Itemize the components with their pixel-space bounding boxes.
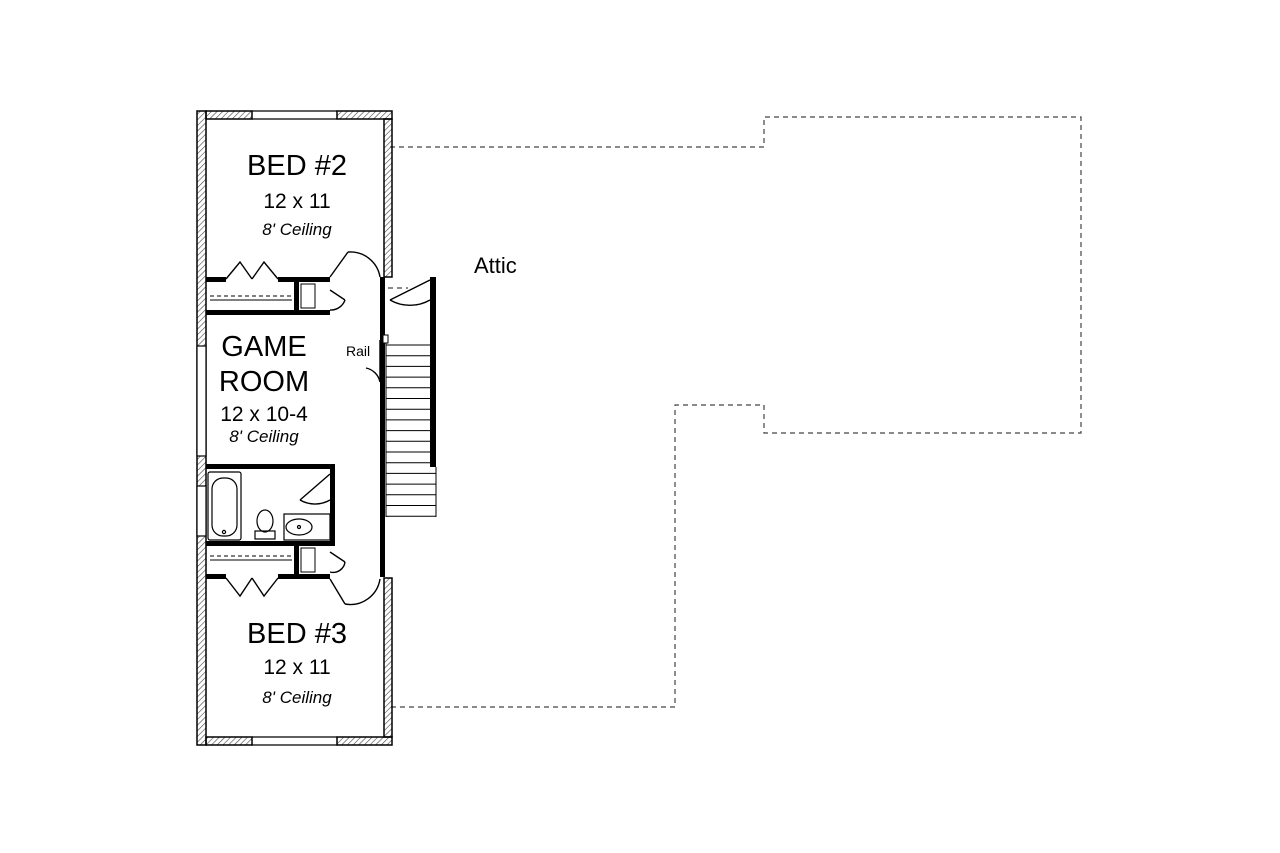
bed3-name: BED #3 (247, 618, 347, 650)
attic-outline (388, 116, 1082, 708)
vanity (283, 513, 331, 541)
game-room-name-line1: GAME (221, 331, 307, 363)
toilet (256, 509, 274, 533)
bed3-size: 12 x 11 (263, 656, 331, 679)
bath-fixtures (207, 471, 331, 541)
bed2-ceiling: 8' Ceiling (262, 220, 332, 239)
bed3-ceiling: 8' Ceiling (262, 688, 332, 707)
bed2-size: 12 x 11 (263, 190, 331, 213)
closets (210, 283, 316, 573)
rail-label: Rail (346, 343, 371, 359)
game-room-ceiling: 8' Ceiling (229, 427, 299, 446)
stair[interactable] (382, 334, 437, 517)
windows (196, 110, 337, 746)
doors (225, 251, 431, 606)
interior-walls (206, 277, 436, 579)
tub (207, 471, 242, 541)
bed2-name: BED #2 (247, 150, 347, 182)
attic-label: Attic (474, 253, 517, 278)
game-room-name-line2: ROOM (218, 366, 310, 398)
game-room-size: 12 x 10-4 (220, 403, 308, 426)
